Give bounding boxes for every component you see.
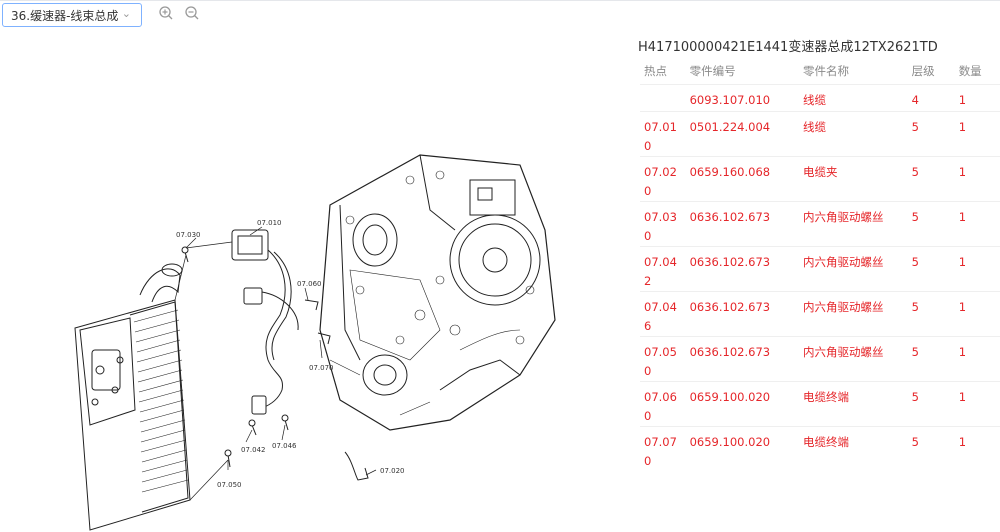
header-level: 层级 xyxy=(911,64,935,78)
cell-part-no: 0659.100.020 xyxy=(685,426,799,471)
cell-hotspot: 07.030 xyxy=(640,201,686,247)
cell-qty: 1 xyxy=(954,201,1000,247)
assembly-select[interactable]: 36.缓速器-线束总成 ⌄ xyxy=(2,3,142,27)
hotspot-label-07-060[interactable]: 07.060 xyxy=(297,280,322,288)
cell-part-no: 0501.224.004 xyxy=(685,111,799,157)
hotspot-label-07-046[interactable]: 07.046 xyxy=(272,442,297,450)
header-part-no: 零件编号 xyxy=(689,64,736,78)
cell-level: 5 xyxy=(907,111,955,157)
hotspot-label-07-042[interactable]: 07.042 xyxy=(241,446,266,454)
hotspot-label-07-050[interactable]: 07.050 xyxy=(217,481,242,489)
table-row[interactable]: 07.050 0636.102.673 内六角驱动螺丝 5 1 xyxy=(640,336,1000,382)
chevron-down-icon: ⌄ xyxy=(121,7,131,20)
cell-level: 5 xyxy=(907,201,955,247)
parts-table: 热点 零件编号 零件名称 层级 数量 6093.107.010 线缆 4 1 0… xyxy=(640,58,1000,471)
cell-part-no: 0659.100.020 xyxy=(685,381,799,427)
cell-part-name: 电缆夹 xyxy=(798,156,908,202)
cooler-block xyxy=(74,263,191,531)
table-row[interactable]: 07.042 0636.102.673 内六角驱动螺丝 5 1 xyxy=(640,246,1000,292)
cell-hotspot: 07.020 xyxy=(640,156,686,202)
table-row[interactable]: 6093.107.010 线缆 4 1 xyxy=(640,84,1000,112)
cell-level: 5 xyxy=(907,381,955,427)
cell-qty: 1 xyxy=(954,84,1000,112)
header-hotspot: 热点 xyxy=(644,64,667,78)
cell-part-name: 电缆终端 xyxy=(798,426,908,471)
cell-part-name: 线缆 xyxy=(798,84,908,112)
cell-level: 5 xyxy=(907,426,955,471)
cell-qty: 1 xyxy=(954,246,1000,292)
table-row[interactable]: 07.020 0659.160.068 电缆夹 5 1 xyxy=(640,156,1000,202)
table-row[interactable]: 07.070 0659.100.020 电缆终端 5 1 xyxy=(640,426,1000,471)
table-row[interactable]: 07.060 0659.100.020 电缆终端 5 1 xyxy=(640,381,1000,427)
assembly-select-value: 36.缓速器-线束总成 xyxy=(11,8,119,23)
header-part-name: 零件名称 xyxy=(802,64,849,78)
table-row[interactable]: 07.010 0501.224.004 线缆 5 1 xyxy=(640,111,1000,157)
hotspot-label-07-020[interactable]: 07.020 xyxy=(380,467,405,475)
hotspot-label-07-010[interactable]: 07.010 xyxy=(257,219,282,227)
transmission-housing xyxy=(319,154,556,431)
cell-part-name: 内六角驱动螺丝 xyxy=(798,291,908,337)
cell-part-name: 电缆终端 xyxy=(798,381,908,427)
exploded-parts-diagram: 07.010 07.020 07.030 07.042 07.046 07.05… xyxy=(74,154,556,531)
cell-hotspot: 07.050 xyxy=(640,336,686,382)
wiring-harness xyxy=(231,229,299,415)
cell-hotspot: 07.070 xyxy=(640,426,686,471)
cell-hotspot: 07.046 xyxy=(640,291,686,337)
cell-qty: 1 xyxy=(954,381,1000,427)
cell-part-name: 内六角驱动螺丝 xyxy=(798,246,908,292)
cell-level: 5 xyxy=(907,291,955,337)
cell-part-no: 6093.107.010 xyxy=(685,84,799,112)
cell-part-no: 0636.102.673 xyxy=(685,291,799,337)
hotspot-label-07-070[interactable]: 07.070 xyxy=(309,364,334,372)
table-row[interactable]: 07.030 0636.102.673 内六角驱动螺丝 5 1 xyxy=(640,201,1000,247)
table-row[interactable]: 07.046 0636.102.673 内六角驱动螺丝 5 1 xyxy=(640,291,1000,337)
cell-hotspot: 07.042 xyxy=(640,246,686,292)
leader-lines xyxy=(174,226,377,501)
zoom-out-icon[interactable] xyxy=(184,5,200,21)
cell-hotspot: 07.010 xyxy=(640,111,686,157)
cell-qty: 1 xyxy=(954,156,1000,202)
cell-qty: 1 xyxy=(954,111,1000,157)
top-divider xyxy=(0,0,1000,1)
zoom-in-icon[interactable] xyxy=(158,5,174,21)
cell-part-no: 0659.160.068 xyxy=(685,156,799,202)
cell-part-no: 0636.102.673 xyxy=(685,201,799,247)
cell-part-name: 线缆 xyxy=(798,111,908,157)
header-qty: 数量 xyxy=(958,64,982,78)
cell-hotspot: 07.060 xyxy=(640,381,686,427)
table-header: 热点 零件编号 零件名称 层级 数量 xyxy=(640,58,1000,85)
assembly-title: H417100000421E1441变速器总成12TX2621TD xyxy=(638,40,938,55)
cell-level: 5 xyxy=(907,336,955,382)
cell-level: 4 xyxy=(907,84,955,112)
cell-level: 5 xyxy=(907,246,955,292)
cell-hotspot xyxy=(640,84,686,112)
cell-part-name: 内六角驱动螺丝 xyxy=(798,201,908,247)
cell-qty: 1 xyxy=(954,291,1000,337)
cell-part-no: 0636.102.673 xyxy=(685,336,799,382)
cell-level: 5 xyxy=(907,156,955,202)
cell-qty: 1 xyxy=(954,336,1000,382)
fasteners xyxy=(181,246,369,481)
cell-qty: 1 xyxy=(954,426,1000,471)
cell-part-no: 0636.102.673 xyxy=(685,246,799,292)
hotspot-label-07-030[interactable]: 07.030 xyxy=(176,231,201,239)
cell-part-name: 内六角驱动螺丝 xyxy=(798,336,908,382)
